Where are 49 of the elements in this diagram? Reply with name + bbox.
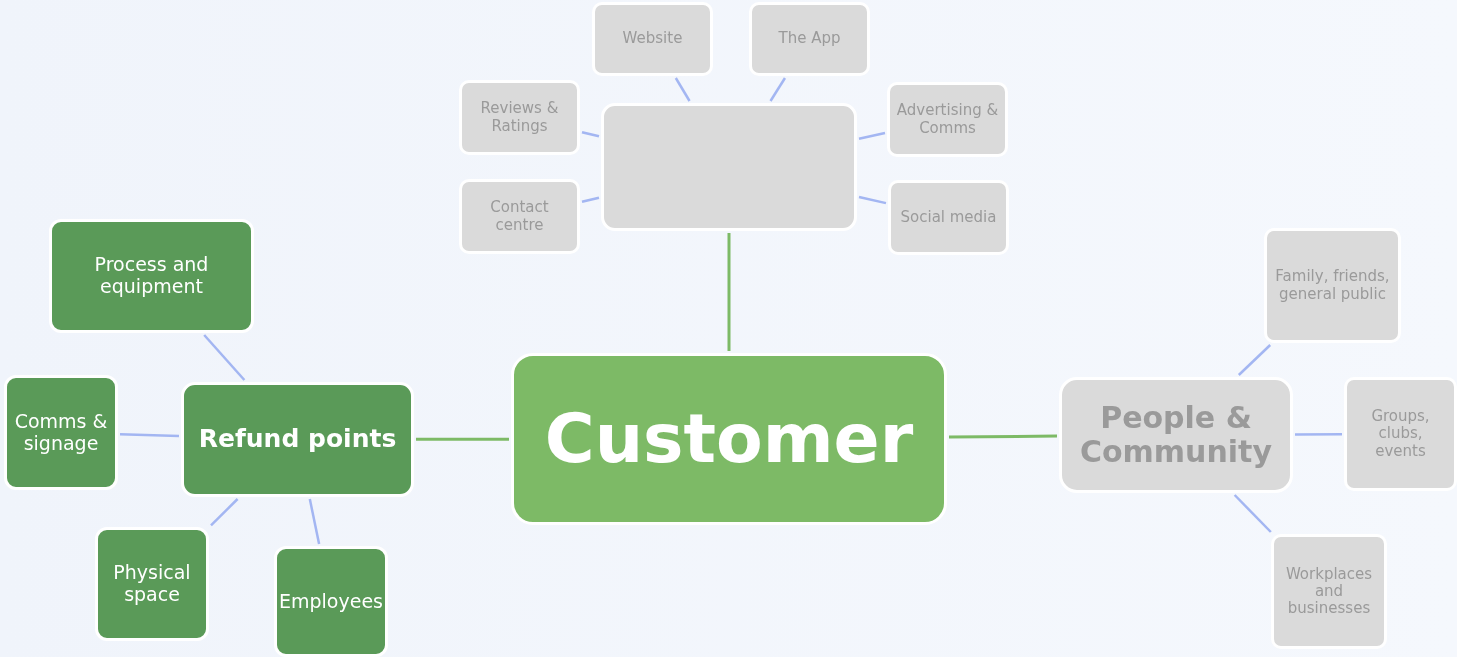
node-label: Advertising & Comms [895,100,1000,139]
topic-box [592,2,713,76]
topic-box [888,180,1009,255]
topic-box [887,82,1008,157]
topic-box [749,2,870,76]
topic-box [274,546,388,657]
node-label: The App [777,28,842,50]
connector-line [581,196,600,203]
connector-line [581,131,600,138]
node-label: Workplaces and businesses [1284,563,1374,620]
node-label: Website [621,28,684,50]
connector-line [203,334,246,381]
category-box [601,103,857,231]
connector-line [769,77,787,102]
topic-box [1271,534,1387,649]
connector-line [1295,433,1342,436]
node-label: Contact centre [489,197,550,236]
node-label: Process and equipment [93,252,210,299]
node-label: Comms & signage [13,408,109,456]
connector-line [119,433,180,438]
connector-line [949,434,1057,439]
connector-line [308,498,321,545]
topic-box [459,80,580,155]
topic-box [1344,377,1457,491]
node-label: Social media [899,206,998,228]
node-label: People & Community [1078,398,1273,471]
connector-line [858,131,886,140]
connector-line [674,77,691,102]
connector-line [210,498,239,527]
category-box [1059,377,1293,493]
topic-box [49,219,254,333]
node-label: Family, friends, general public [1274,266,1391,305]
node-label: Refund points [197,423,398,456]
connector-line [1233,494,1272,533]
connector-line [416,437,509,441]
topic-box [95,527,209,641]
node-label: Physical space [112,560,192,607]
node-label: Reviews & Ratings [479,98,560,137]
node-label: Employees [278,588,384,614]
node-label: Groups, clubs, events [1370,406,1431,462]
node-label: Customer [543,397,915,480]
connector-line [858,195,887,205]
connector-line [1237,344,1272,376]
category-box [181,382,414,497]
connector-line [727,233,731,351]
topic-box [1264,228,1401,343]
topic-box [4,375,118,490]
topic-box [459,179,580,254]
central-box [511,353,947,525]
